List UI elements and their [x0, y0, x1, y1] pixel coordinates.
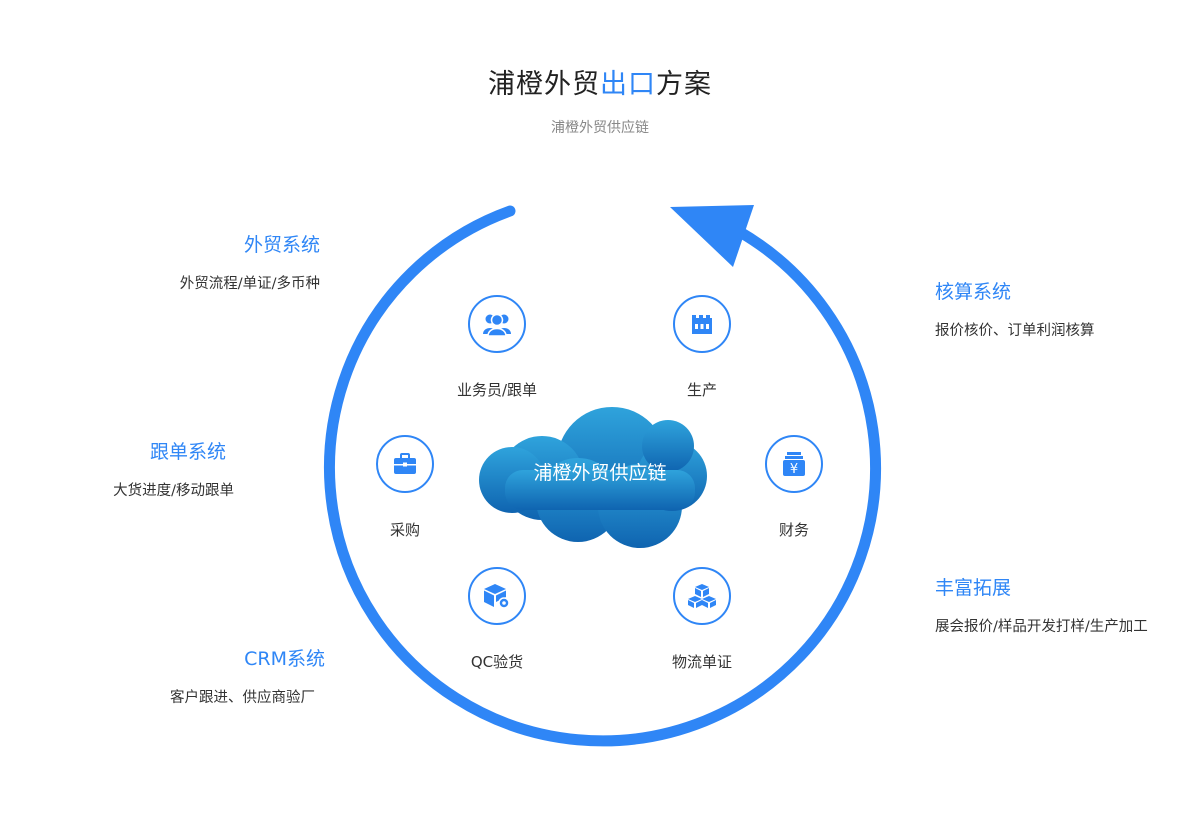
- title-prefix: 浦橙外贸: [488, 69, 600, 100]
- box-gear-icon: [468, 567, 526, 625]
- cycle-arc: [324, 205, 881, 747]
- feature-accounting: 核算系统 报价核价、订单利润核算: [935, 279, 1200, 341]
- node-purchase[interactable]: 采购: [340, 435, 470, 540]
- feature-foreign-trade: 外贸系统 外贸流程/单证/多币种: [0, 232, 320, 294]
- feature-desc: 外贸流程/单证/多币种: [179, 276, 320, 292]
- yen-cash-icon: ¥: [765, 435, 823, 493]
- feature-title: CRM系统: [244, 648, 325, 670]
- users-icon: [468, 295, 526, 353]
- node-label: 财务: [778, 521, 809, 539]
- cloud-label: 浦橙外贸供应链: [533, 462, 667, 484]
- feature-title: 跟单系统: [149, 441, 226, 463]
- title-highlight: 出口: [600, 69, 656, 100]
- node-label: 物流单证: [671, 653, 732, 671]
- feature-desc: 大货进度/移动跟单: [113, 483, 234, 499]
- feature-desc: 客户跟进、供应商验厂: [170, 690, 315, 706]
- page-title: 浦橙外贸出口方案: [0, 62, 1200, 101]
- page-subtitle: 浦橙外贸供应链: [551, 120, 649, 136]
- feature-title: 核算系统: [935, 281, 1012, 303]
- feature-desc: 报价核价、订单利润核算: [935, 323, 1095, 339]
- node-production[interactable]: 生产: [637, 295, 767, 400]
- title-suffix: 方案: [656, 69, 712, 100]
- node-label: 生产: [686, 381, 717, 399]
- node-salesman[interactable]: 业务员/跟单: [432, 295, 562, 400]
- boxes-icon: [673, 567, 731, 625]
- feature-desc: 展会报价/样品开发打样/生产加工: [935, 619, 1148, 635]
- node-label: 采购: [389, 521, 420, 539]
- node-finance[interactable]: ¥ 财务: [729, 435, 859, 540]
- node-logistics[interactable]: 物流单证: [637, 567, 767, 672]
- feature-merchandising: 跟单系统 大货进度/移动跟单: [0, 439, 234, 501]
- cycle-arrowhead: [670, 205, 754, 267]
- factory-icon: [673, 295, 731, 353]
- node-qc[interactable]: QC验货: [432, 567, 562, 672]
- feature-title: 丰富拓展: [935, 577, 1012, 599]
- feature-title: 外贸系统: [243, 234, 320, 256]
- node-label: 业务员/跟单: [456, 381, 538, 399]
- node-label: QC验货: [470, 653, 524, 671]
- cloud-shape: [479, 407, 707, 548]
- feature-crm: CRM系统 客户跟进、供应商验厂: [5, 646, 325, 708]
- briefcase-icon: [376, 435, 434, 493]
- feature-extension: 丰富拓展 展会报价/样品开发打样/生产加工: [935, 575, 1195, 637]
- svg-text:¥: ¥: [790, 462, 798, 477]
